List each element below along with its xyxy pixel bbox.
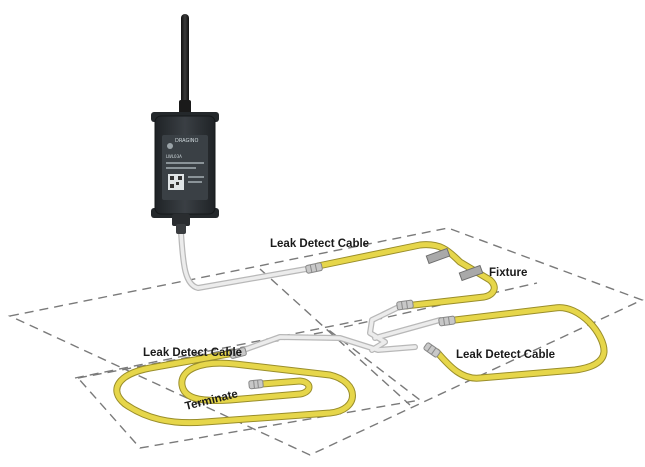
cable-connector-icon: [423, 342, 441, 358]
label-leak-detect-cable-top: Leak Detect Cable: [270, 238, 369, 250]
floor-zone-outer: [7, 227, 644, 456]
gray-cable-network: [178, 229, 443, 355]
device-model: LWL03A: [166, 154, 182, 159]
cable-connector-icon: [438, 315, 456, 327]
diagram-labels: Leak Detect Cable Fixture Leak Detect Ca…: [143, 238, 555, 413]
device-brand: DRAGINO: [175, 138, 199, 144]
cable-connector-icon: [396, 299, 414, 311]
zone-divider-1: [259, 268, 411, 406]
fixture-clip-icon: [458, 264, 484, 282]
fixture-clips: [425, 247, 484, 282]
terminator-icon: [248, 379, 264, 390]
cable-connectors: [229, 262, 456, 390]
antenna-icon: [179, 14, 191, 114]
cable-connector-icon: [229, 347, 247, 359]
label-leak-detect-cable-left: Leak Detect Cable: [143, 347, 242, 359]
lorawan-leak-sensor-icon: DRAGINO LWL03A: [151, 14, 219, 234]
label-leak-detect-cable-right: Leak Detect Cable: [456, 349, 555, 361]
yellow-cable-network: [113, 241, 608, 427]
cable-connector-icon: [305, 262, 323, 274]
zone-divider-2: [74, 319, 363, 379]
fixture-clip-icon: [425, 247, 451, 265]
label-fixture: Fixture: [489, 267, 527, 279]
status-led: [167, 143, 173, 149]
